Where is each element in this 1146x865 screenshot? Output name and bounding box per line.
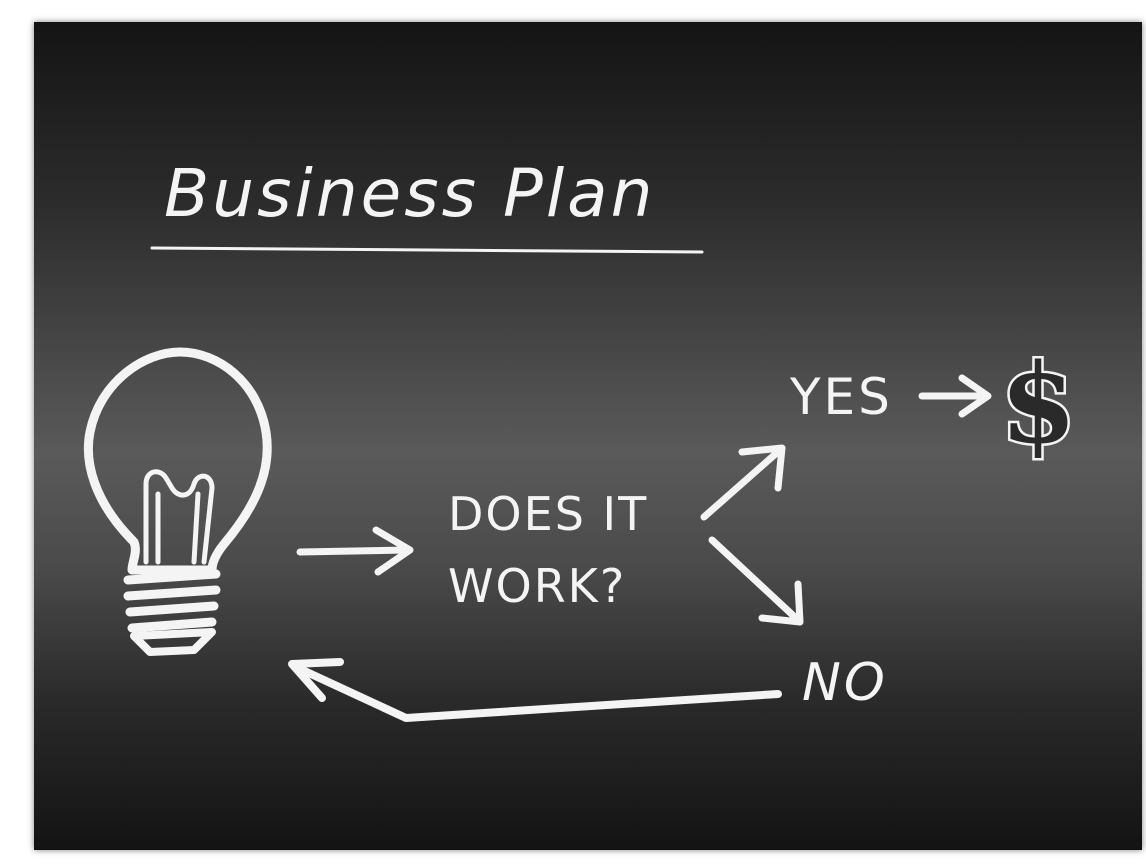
arrow-to-question (296, 526, 414, 576)
question-line-1: DOES IT (448, 487, 648, 541)
lightbulb-icon (83, 347, 272, 656)
dollar-symbol: $ (1000, 339, 1077, 468)
question-line-2: WORK? (448, 559, 626, 613)
arrow-to-no (708, 536, 804, 626)
chalkboard: Business Plan DOES IT WORK? (34, 22, 1142, 850)
arrow-loop-back (288, 658, 782, 722)
title-underline (150, 246, 704, 254)
diagram-canvas: Business Plan DOES IT WORK? (83, 155, 1079, 722)
no-label: NO (802, 653, 888, 713)
arrow-to-yes (700, 444, 786, 521)
arrow-to-result (918, 374, 992, 418)
yes-label: YES (789, 368, 893, 426)
title-text: Business Plan (164, 155, 655, 232)
